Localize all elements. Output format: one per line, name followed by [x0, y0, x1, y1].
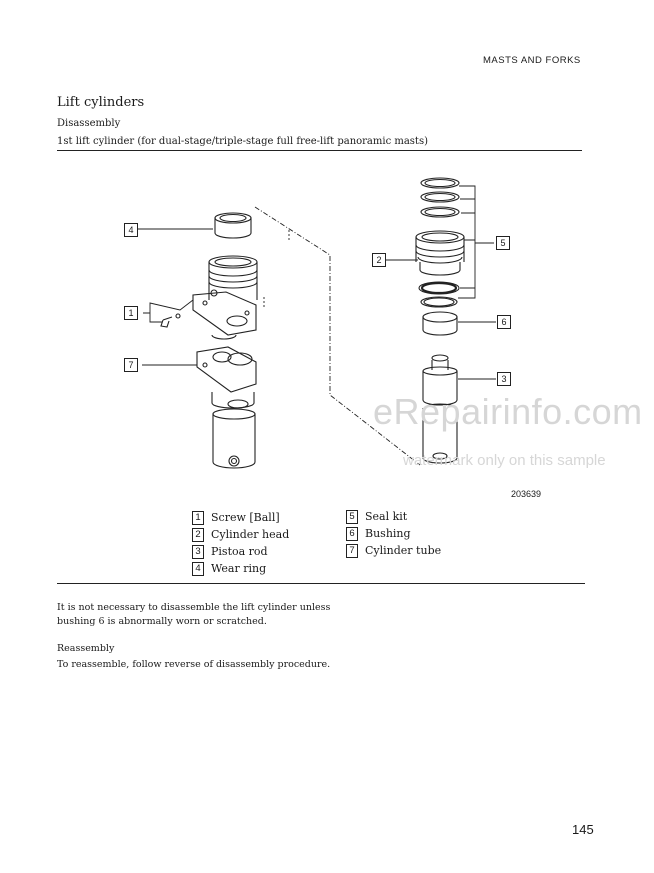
legend-label: Screw [Ball]: [211, 511, 280, 524]
callout-1: 1: [124, 306, 138, 320]
top-rule: [57, 150, 582, 151]
section-header: MASTS AND FORKS: [483, 55, 581, 66]
legend-label: Bushing: [365, 527, 411, 540]
callout-5: 5: [496, 236, 510, 250]
bottom-rule: [57, 583, 585, 584]
legend-item-screw: 1 Screw [Ball]: [192, 509, 289, 526]
seal-rings-part: [420, 177, 460, 218]
page-title: Lift cylinders: [57, 95, 145, 110]
note-line-1: It is not necessary to disassemble the l…: [57, 602, 331, 613]
page-number: 145: [572, 822, 594, 837]
legend-item-seal-kit: 5 Seal kit: [346, 508, 441, 525]
screw-part: [160, 313, 181, 328]
callout-6: 6: [497, 315, 511, 329]
figure-number: 203639: [511, 489, 542, 499]
legend-label: Seal kit: [365, 510, 408, 523]
watermark-sub: watermark only on this sample: [403, 452, 606, 469]
legend-num: 1: [192, 510, 204, 525]
callout-2: 2: [372, 253, 386, 267]
legend-right: 5 Seal kit 6 Bushing 7 Cylinder tube: [346, 508, 441, 559]
legend-num: 2: [192, 527, 204, 542]
legend-num: 7: [346, 543, 358, 558]
cylinder-head-part: [192, 255, 258, 340]
legend-label: Wear ring: [211, 562, 267, 575]
legend-num: 6: [346, 526, 358, 541]
watermark-main: eRepairinfo.com: [373, 391, 643, 432]
legend-num: 4: [192, 561, 204, 576]
o-rings-part: [418, 281, 460, 308]
reassembly-text: To reassemble, follow reverse of disasse…: [57, 659, 331, 670]
legend-label: Cylinder tube: [365, 544, 442, 557]
figure-caption: 1st lift cylinder (for dual-stage/triple…: [57, 136, 428, 147]
subheading-disassembly: Disassembly: [57, 118, 121, 129]
legend-item-wear-ring: 4 Wear ring: [192, 560, 289, 577]
callout-4: 4: [124, 223, 138, 237]
legend-item-bushing: 6 Bushing: [346, 525, 441, 542]
legend-item-cylinder-head: 2 Cylinder head: [192, 526, 289, 543]
legend-item-piston-rod: 3 Pistoa rod: [192, 543, 289, 560]
legend-left: 1 Screw [Ball] 2 Cylinder head 3 Pistoa …: [192, 509, 289, 577]
legend-label: Cylinder head: [211, 528, 290, 541]
leader-lines: [137, 185, 496, 466]
callout-3: 3: [497, 372, 511, 386]
exploded-diagram: [137, 177, 496, 469]
reassembly-heading: Reassembly: [57, 643, 115, 654]
piston-rod-right-part: [422, 354, 458, 464]
bushing-part: [422, 311, 458, 336]
wear-ring-part: [214, 212, 252, 239]
cylinder-head-right-part: [415, 230, 465, 276]
legend-item-cylinder-tube: 7 Cylinder tube: [346, 542, 441, 559]
cylinder-tube-part: [212, 408, 256, 469]
note-line-2: bushing 6 is abnormally worn or scratche…: [57, 616, 267, 627]
piston-rod-section: [196, 346, 257, 409]
legend-num: 5: [346, 509, 358, 524]
legend-num: 3: [192, 544, 204, 559]
legend-label: Pistoa rod: [211, 545, 268, 558]
note-paragraph: It is not necessary to disassemble the l…: [57, 601, 330, 629]
callout-7: 7: [124, 358, 138, 372]
